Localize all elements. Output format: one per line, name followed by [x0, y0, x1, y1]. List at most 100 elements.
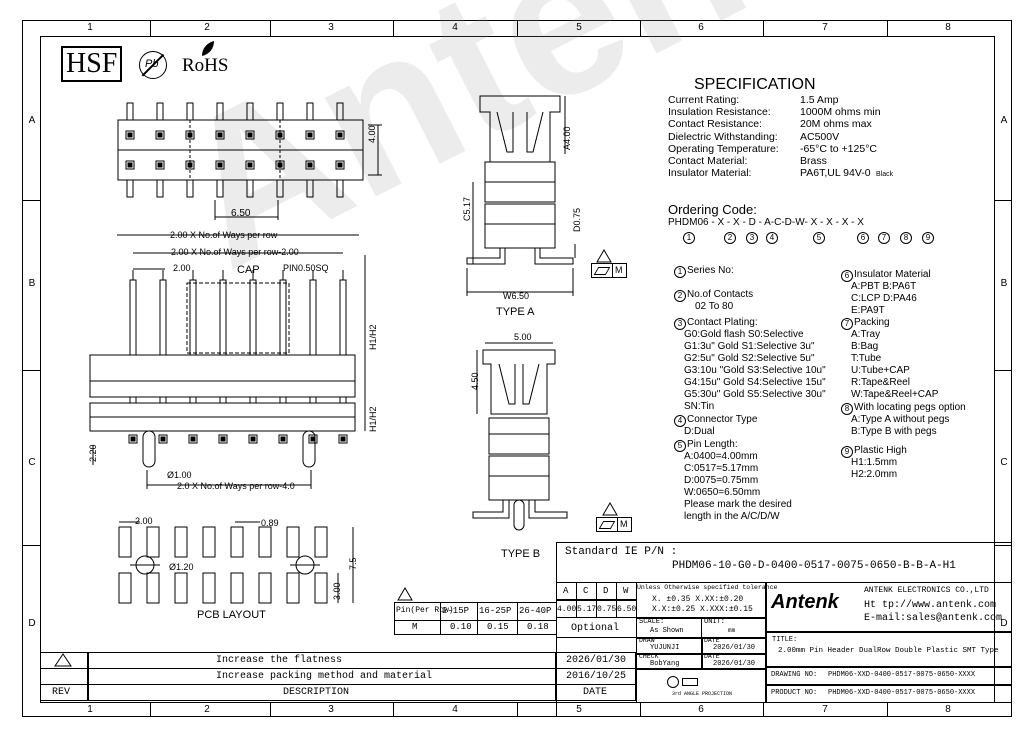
type-b-label: TYPE B [501, 548, 541, 560]
grid-col-bottom: 2 [204, 704, 210, 715]
grid-row-left: D [28, 618, 36, 629]
company-url: Ht tp://www.antenk.com [864, 600, 997, 611]
option-sub: G1:3u" Gold S1:Selective 3u" [684, 341, 815, 352]
revision-description: Increase the flatness [216, 655, 343, 666]
check-date-label: DATE [704, 653, 720, 660]
option-marker: 8 [841, 403, 853, 415]
ordering-marker-7: 7 [878, 232, 890, 244]
company-box [766, 582, 1012, 632]
option-sub: R:Tape&Reel [851, 377, 910, 388]
spec-label: Current Rating: [668, 94, 740, 106]
projection-circle [667, 676, 679, 688]
projection-label: 3rd ANGLE PROJECTION [672, 691, 733, 697]
option-sub: H1:1.5mm [851, 457, 898, 468]
draw-date-label: DATE [704, 637, 720, 644]
option-sub: E:PA9T [851, 305, 885, 316]
rev-header: REV [52, 687, 71, 698]
acdw-header: W [623, 586, 629, 596]
pin-table-header: 26-40P [519, 606, 552, 616]
h1h2-label-b: H1/H2 [368, 406, 378, 432]
spec-value: AC500V [800, 130, 840, 143]
std-label: Standard IE P/N : [565, 546, 678, 558]
projection-cone [682, 678, 698, 686]
acdw-value: 6.50 [617, 605, 637, 614]
title-value: 2.00mm Pin Header DualRow Double Plastic… [778, 647, 999, 655]
grid-tick [22, 370, 40, 371]
acdw-header: C [583, 586, 589, 596]
cap-label: CAP [237, 264, 260, 276]
dim-c517: C5.17 [462, 196, 472, 221]
option-sub: A:Type A without pegs [851, 414, 950, 425]
option-marker: 7 [841, 318, 853, 330]
option-sub: length in the A/C/D/W [684, 511, 780, 522]
revision-date: 2026/01/30 [566, 655, 627, 666]
grid-col-bottom: 7 [822, 704, 828, 715]
pin-sq-label: PIN0.50SQ [283, 263, 329, 273]
revision-triangle [54, 653, 72, 667]
option-sub: D:0075=0.75mm [684, 475, 759, 486]
spec-value: 1.5 Amp [800, 94, 839, 106]
grid-tick [517, 703, 518, 717]
drawing-no: PHDM06-XXD-0400-0517-0075-0650-XXXX [828, 671, 976, 679]
grid-col-top: 7 [822, 22, 828, 33]
grid-col-bottom: 1 [87, 704, 93, 715]
option-sub: A:Tray [851, 329, 881, 340]
draw-name: YUJUNJI [650, 644, 680, 652]
ordering-marker-8: 8 [900, 232, 912, 244]
revision-description: Increase packing method and material [216, 671, 433, 682]
revision-col-divider [87, 652, 89, 700]
optional-label: Optional [571, 623, 620, 634]
option-sub: U:Tube+CAP [851, 365, 910, 376]
grid-col-bottom: 4 [452, 704, 458, 715]
grid-tick [763, 703, 764, 717]
option-sub: W:Tape&Reel+CAP [851, 389, 939, 400]
draw-date: 2026/01/30 [713, 644, 756, 652]
option-sub: G0:Gold flash S0:Selective [684, 329, 804, 340]
projection-box [636, 669, 766, 703]
grid-row-left: A [28, 115, 36, 126]
title-box [766, 632, 1012, 667]
grid-col-top: 6 [698, 22, 704, 33]
tolerance-line-2: X.X:±0.25 X.XXX:±0.15 [652, 605, 753, 614]
revision-triangle-a [596, 249, 612, 263]
row-dim-a: 2.00 X No.of Ways per row [170, 230, 278, 240]
acdw-value: 4.00 [557, 605, 577, 614]
option-sub: C:LCP D:PA46 [851, 293, 917, 304]
spec-label: Operating Temperature: [668, 142, 779, 155]
acdw-header: D [603, 586, 609, 596]
unit-value: mm [728, 627, 736, 634]
scale-label: SCALE: [639, 618, 665, 626]
option-sub: 02 To 80 [695, 301, 734, 312]
ordering-marker-9: 9 [922, 232, 934, 244]
revision-triangle-table [397, 587, 413, 601]
dim-450: 4.50 [470, 372, 480, 390]
spec-label: Dielectric Withstanding: [668, 130, 778, 143]
option-title: With locating pegs option [854, 402, 966, 413]
grid-row-right: D [1000, 618, 1008, 629]
pb-free-icon: Pb [139, 51, 167, 79]
grid-tick [640, 20, 641, 36]
spec-label: Insulation Resistance: [668, 106, 771, 119]
pcb-layout-title: PCB LAYOUT [197, 609, 266, 621]
product-no-label: PRODUCT NO: [771, 689, 818, 697]
company-email: E-mail:sales@antenk.com [864, 613, 1003, 624]
revision-row [40, 684, 636, 701]
option-marker: 9 [841, 446, 853, 458]
option-marker: 1 [674, 266, 686, 278]
pin-table-cell [394, 620, 441, 635]
product-no: PHDM06-XXD-0400-0517-0075-0650-XXXX [828, 689, 976, 697]
grid-row-right: A [1000, 115, 1008, 126]
acdw-value: 5.17 [577, 605, 597, 614]
dia-100: Ø1.00 [167, 470, 192, 480]
option-marker: 4 [674, 415, 686, 427]
pcb-dim-75: 7.5 [348, 557, 358, 570]
scale-value: As Shown [650, 627, 684, 635]
option-marker: 3 [674, 318, 686, 330]
option-sub: H2:2.0mm [851, 469, 898, 480]
grid-row-right: B [1000, 278, 1008, 289]
option-title: Packing [854, 317, 890, 328]
grid-col-bottom: 6 [698, 704, 704, 715]
pcb-layout-drawing [118, 521, 354, 604]
pin-table-value: 0.18 [527, 622, 549, 632]
pitch-dim: 2.00 [173, 263, 191, 273]
